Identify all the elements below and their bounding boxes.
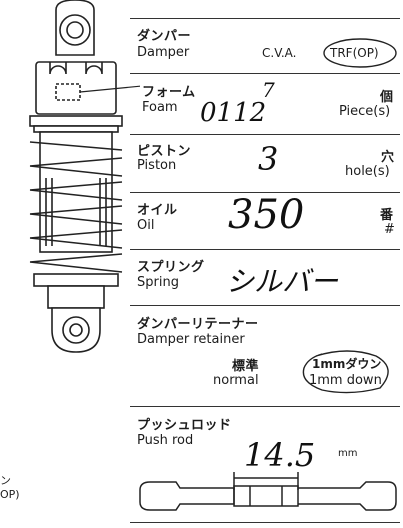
foam-unit-jp: 個 — [380, 90, 394, 105]
retainer-option-down-en: 1mm down — [309, 373, 382, 388]
cropped-text: ン — [0, 474, 11, 487]
piston-unit-en: hole(s) — [345, 164, 390, 179]
oil-label-jp: オイル — [137, 203, 178, 218]
pushrod-handwritten-value: 14.5 — [244, 436, 316, 474]
oil-label-en: Oil — [137, 218, 155, 233]
retainer-label-jp: ダンパーリテーナー — [137, 317, 259, 332]
foam-handwritten-extra: 7 — [262, 78, 275, 102]
pushrod-illustration — [139, 472, 397, 511]
damper-option-cva: C.V.A. — [262, 46, 297, 60]
damper-option-trf: TRF(OP) — [330, 46, 379, 60]
divider — [130, 134, 400, 135]
oil-handwritten-value: 350 — [228, 192, 305, 238]
pushrod-label-jp: プッシュロッド — [137, 418, 232, 433]
divider — [130, 522, 400, 523]
shock-absorber-illustration — [29, 0, 140, 353]
spring-label-jp: スプリング — [137, 260, 205, 275]
circle-mark-icon — [323, 38, 397, 68]
foam-handwritten-value: 0112 — [200, 98, 267, 128]
foam-label-en: Foam — [142, 100, 178, 115]
piston-label-jp: ピストン — [137, 144, 192, 159]
spring-handwritten-value: シルバー — [226, 265, 339, 298]
oil-unit-en: # — [384, 222, 395, 237]
divider — [130, 18, 400, 19]
divider — [130, 249, 400, 250]
cropped-text: OP) — [0, 488, 20, 501]
damper-label-jp: ダンパー — [137, 29, 192, 44]
retainer-option-down-jp: 1mmダウン — [312, 357, 382, 371]
retainer-label-en: Damper retainer — [137, 332, 245, 347]
piston-label-en: Piston — [137, 158, 177, 173]
piston-unit-jp: 穴 — [381, 150, 395, 165]
pushrod-unit: mm — [338, 448, 358, 459]
divider — [130, 192, 400, 193]
spring-label-en: Spring — [137, 275, 179, 290]
retainer-option-std-en: normal — [213, 373, 259, 388]
foam-label-jp: フォーム — [142, 85, 196, 100]
damper-label-en: Damper — [137, 45, 190, 60]
foam-unit-en: Piece(s) — [339, 104, 391, 119]
divider — [130, 73, 400, 74]
oil-unit-jp: 番 — [380, 208, 394, 223]
divider — [130, 406, 400, 407]
retainer-option-std-jp: 標準 — [232, 359, 260, 374]
pushrod-label-en: Push rod — [137, 433, 194, 448]
divider — [130, 305, 400, 306]
circle-mark-icon — [302, 350, 389, 394]
piston-handwritten-value: 3 — [258, 140, 279, 178]
